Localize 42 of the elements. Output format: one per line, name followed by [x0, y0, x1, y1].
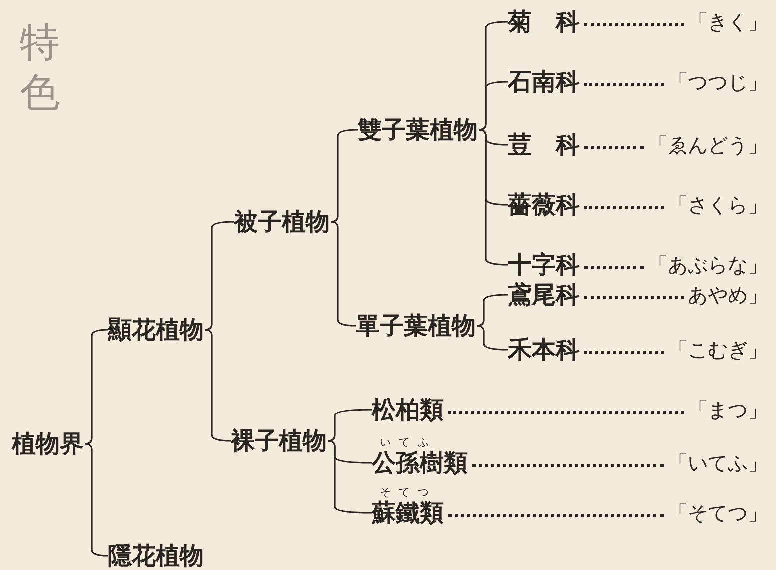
brace-line — [476, 294, 508, 327]
common-name: 「さくら」 — [668, 192, 768, 219]
brace-line — [328, 409, 372, 442]
family-name: 十字科 — [508, 251, 580, 279]
brace-line — [330, 221, 356, 327]
furigana: そてつ — [379, 487, 438, 499]
category-label: 被子植物 — [234, 208, 330, 236]
family-name: 薔薇科 — [508, 191, 580, 219]
brace-line — [478, 129, 508, 266]
handwritten-note: 特色 — [20, 19, 61, 118]
family-name: 石南科 — [508, 68, 580, 96]
brace-line — [476, 325, 508, 351]
brace-line — [328, 440, 372, 514]
family-name: 禾本科 — [508, 336, 580, 364]
brace-line — [204, 221, 234, 331]
common-name: あやめ」 — [688, 282, 768, 309]
brace-line — [84, 443, 108, 557]
family-name: 菊 科 — [508, 8, 580, 36]
common-name: 「まつ」 — [688, 397, 768, 424]
family-name: 鳶尾科 — [508, 281, 580, 309]
common-name: 「きく」 — [688, 9, 768, 36]
family-name: 松柏類 — [372, 396, 444, 424]
category-label: 裸子植物 — [231, 427, 327, 455]
category-label: 隱花植物 — [108, 542, 204, 570]
family-name: 公孫樹類 — [372, 449, 468, 477]
category-label: 顯花植物 — [108, 316, 204, 344]
common-name: 「そてつ」 — [668, 500, 768, 527]
category-label: 單子葉植物 — [356, 312, 476, 340]
common-name: 「あぶらな」 — [648, 252, 768, 279]
common-name: 「こむぎ」 — [668, 337, 768, 364]
brace-line — [204, 329, 232, 442]
brace-line — [478, 81, 508, 131]
brace-line — [84, 329, 108, 445]
category-label: 雙子葉植物 — [358, 116, 478, 144]
family-name: 蘇鐵類 — [372, 499, 444, 527]
category-label: 植物界 — [12, 430, 84, 458]
furigana: いてふ — [379, 437, 438, 449]
common-name: 「ゑんどう」 — [648, 132, 768, 159]
common-name: 「いてふ」 — [668, 450, 768, 477]
common-name: 「つつじ」 — [668, 69, 768, 96]
brace-line — [330, 129, 358, 223]
family-name: 荳 科 — [508, 131, 580, 159]
